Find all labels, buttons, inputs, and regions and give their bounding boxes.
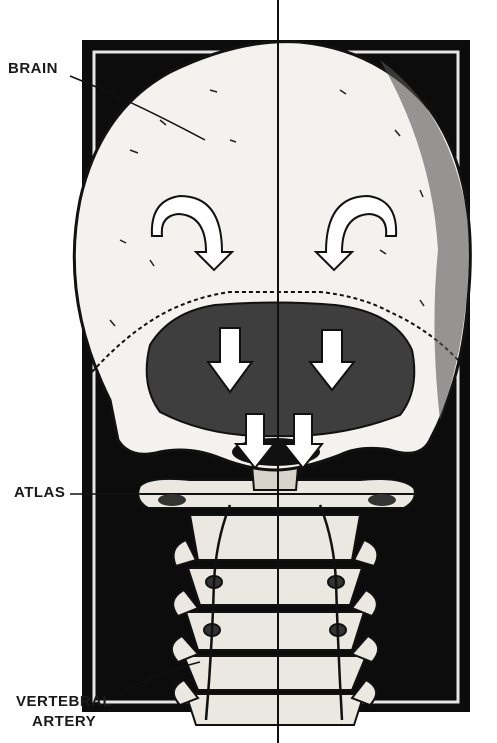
label-vertebral-artery-line1: VERTEBRAL [16, 692, 112, 712]
skull [74, 42, 470, 470]
label-vertebral-artery-line2: ARTERY [16, 712, 112, 732]
cervical-spine [172, 515, 378, 725]
label-atlas: ATLAS [14, 484, 65, 501]
label-vertebral-artery: VERTEBRAL ARTERY [16, 692, 112, 732]
label-brain: BRAIN [8, 60, 58, 77]
